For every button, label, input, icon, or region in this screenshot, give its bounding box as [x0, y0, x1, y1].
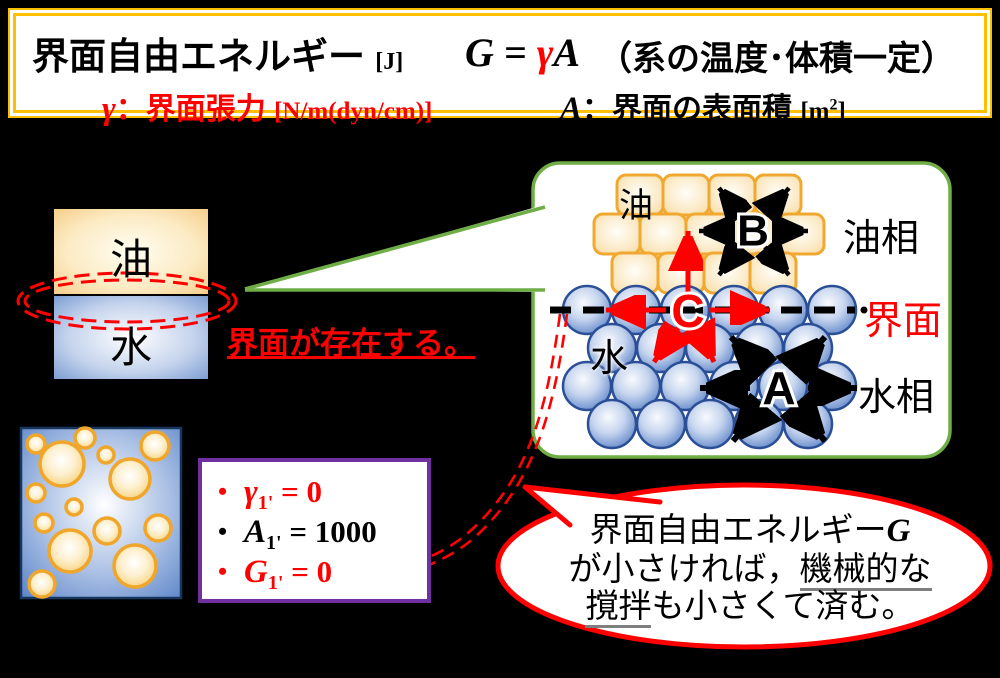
arrow-cluster-b: [699, 188, 808, 275]
equation-gamma: •γ1' = 0: [218, 474, 322, 515]
bubble-g-symbol: G: [886, 513, 911, 549]
oil-label-left-box: 油: [109, 236, 152, 283]
letter-c: C: [671, 285, 704, 337]
water-layer: [52, 294, 210, 381]
formula-gamma: γ: [536, 30, 554, 75]
interface-exists-caption: 界面が存在する。: [227, 326, 475, 361]
oil-water-box: [52, 207, 210, 381]
title-unit: [J]: [375, 49, 404, 75]
formula-note: （系の温度･体積一定）: [598, 40, 955, 78]
bubble-line-3: 撹拌も小さくて済む。: [515, 587, 985, 628]
bubble-line-2: が小さければ，機械的な: [515, 550, 985, 591]
header-inner-border: [13, 13, 987, 113]
speech-bubble: [495, 482, 993, 650]
oil-droplets: [25, 426, 173, 599]
equation-g: •G1' = 0: [218, 554, 333, 595]
header-box: 界面自由エネルギー [J] G = γA （系の温度･体積一定） γ：界面張力 …: [8, 8, 992, 127]
page-title: 界面自由エネルギー [J]: [32, 36, 404, 77]
bubble-text: 界面自由エネルギーG が小さければ，機械的な 撹拌も小さくて済む。: [515, 511, 985, 628]
water-label-left-box: 水: [109, 324, 152, 371]
water-molecule-label: 水: [590, 338, 629, 380]
equation-area: •A1' = 1000: [218, 514, 377, 555]
gamma-definition: γ：界面張力 [N/m(dyn/cm)]: [102, 91, 433, 127]
oil-phase-label: 油相: [843, 218, 920, 260]
interface-dashed-line: [550, 306, 868, 314]
interface-label: 界面: [864, 300, 943, 343]
arrow-cluster-c: [606, 231, 770, 362]
area-unit: [m2]: [800, 96, 846, 125]
arrow-cluster-a: [700, 337, 857, 441]
letter-b: B: [737, 207, 769, 256]
emulsion-box: [19, 426, 183, 600]
gamma-unit: [N/m(dyn/cm)]: [274, 98, 433, 125]
formula: G = γA: [465, 30, 581, 75]
water-phase-label: 水相: [858, 377, 935, 419]
oil-molecule-label: 油: [619, 187, 653, 225]
bubble-line-1: 界面自由エネルギーG: [589, 511, 911, 549]
interface-ellipse: [16, 271, 238, 331]
letter-a: A: [762, 362, 795, 414]
equation-box: •γ1' = 0 •A1' = 1000 •G1' = 0: [198, 458, 431, 603]
area-definition: A：界面の表面積 [m2]: [560, 91, 846, 127]
